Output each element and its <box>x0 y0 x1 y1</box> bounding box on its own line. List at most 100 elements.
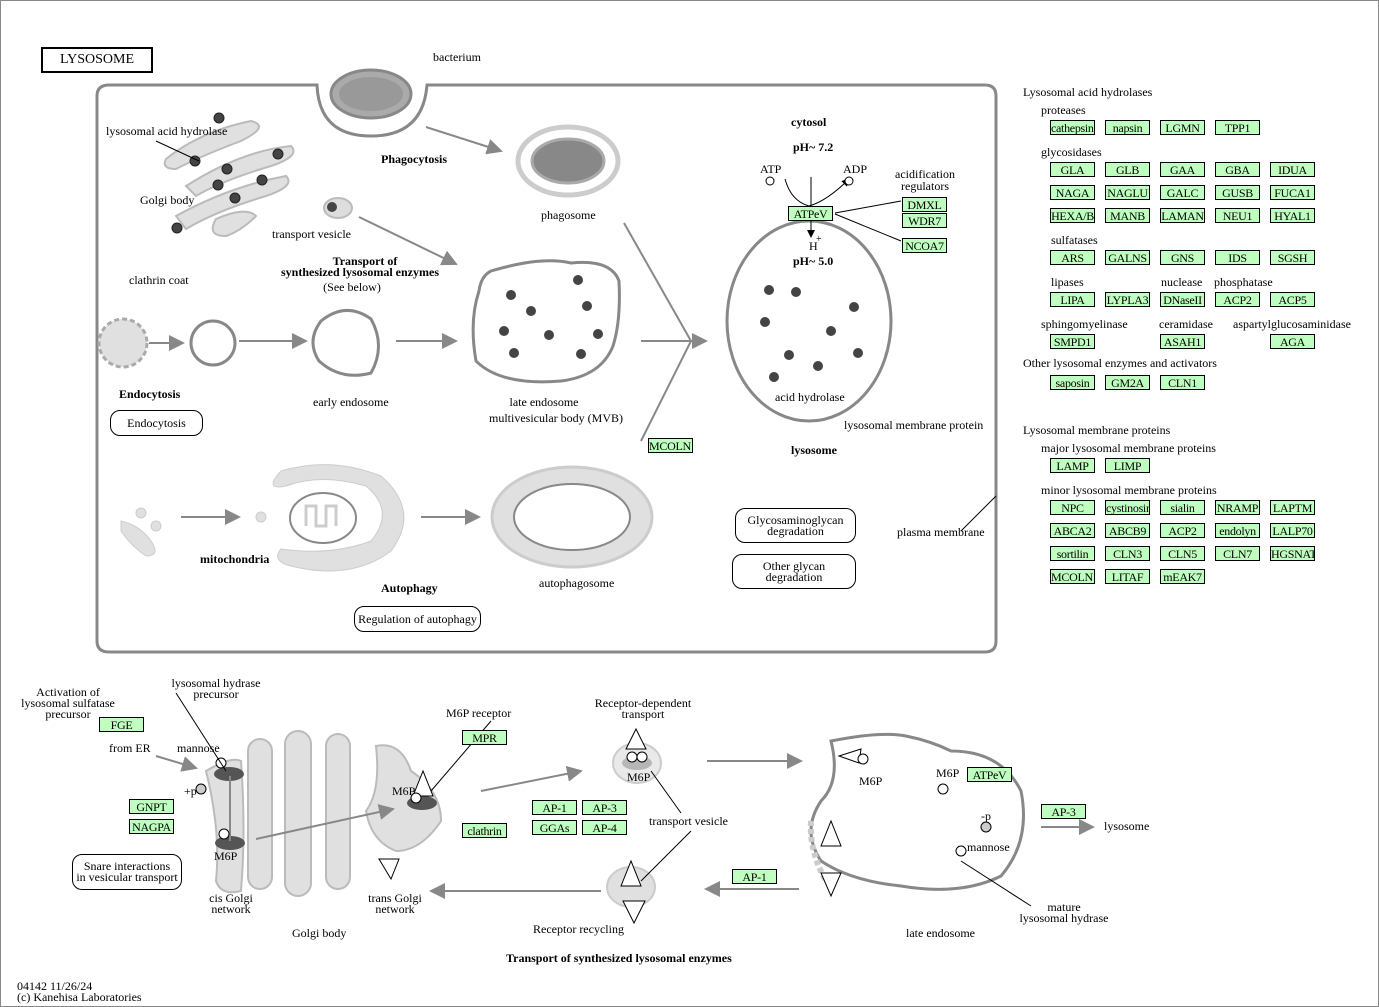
gene-atpev-endosome[interactable]: ATPeV <box>967 767 1012 782</box>
legend-gene-gns[interactable]: GNS <box>1160 250 1205 265</box>
legend-gene-neu1[interactable]: NEU1 <box>1215 208 1260 223</box>
legend-gene-cln5[interactable]: CLN5 <box>1160 546 1205 561</box>
legend-gene-acp5[interactable]: ACP5 <box>1270 292 1315 307</box>
legend-gene-sialin[interactable]: sialin <box>1160 500 1205 515</box>
legend-gene-lalp70[interactable]: LALP70 <box>1270 523 1315 538</box>
legend-gene-idua[interactable]: IDUA <box>1270 162 1315 177</box>
label-m6p-receptor: M6P receptor <box>446 706 512 720</box>
legend-gene-endolyn[interactable]: endolyn <box>1215 523 1260 538</box>
legend-gene-cathepsins[interactable]: cathepsins <box>1050 120 1095 135</box>
gene-mcoln1[interactable]: MCOLN1 <box>648 438 693 453</box>
label-mitochondria: mitochondria <box>200 552 270 566</box>
legend-gene-npc[interactable]: NPC <box>1050 500 1095 515</box>
label-activation3: precursor <box>45 707 91 721</box>
legend-gene-aga[interactable]: AGA <box>1270 334 1315 349</box>
label-endocytosis: Endocytosis <box>119 387 181 401</box>
legend-gene-sgsh[interactable]: SGSH <box>1270 250 1315 265</box>
gene-ap3-lysosome[interactable]: AP-3 <box>1041 804 1086 819</box>
legend-membrane-proteins: Lysosomal membrane proteins <box>1023 423 1171 437</box>
legend-gene-cln3[interactable]: CLN3 <box>1105 546 1150 561</box>
legend-other-enzymes: Other lysosomal enzymes and activators <box>1023 356 1217 370</box>
legend-gene-laptm[interactable]: LAPTM <box>1270 500 1315 515</box>
label-plasma-membrane: plasma membrane <box>897 525 985 539</box>
gene-wdr7[interactable]: WDR7 <box>902 213 947 228</box>
legend-gene-acp2[interactable]: ACP2 <box>1215 292 1260 307</box>
legend-gene-galc[interactable]: GALC <box>1160 185 1205 200</box>
legend-gene-naglu[interactable]: NAGLU <box>1105 185 1150 200</box>
legend-gene-abcb9[interactable]: ABCB9 <box>1105 523 1150 538</box>
label-hplus: + <box>816 234 822 245</box>
legend-gene-litaf[interactable]: LITAF <box>1105 569 1150 584</box>
gene-ap4[interactable]: AP-4 <box>582 820 627 835</box>
legend-gene-meak7[interactable]: mEAK7 <box>1160 569 1205 584</box>
link-regulation-of-autophagy[interactable]: Regulation of autophagy <box>354 606 481 632</box>
link-text: degradation <box>767 523 824 538</box>
legend-gene-hexab[interactable]: HEXA/B <box>1050 208 1095 223</box>
legend-gene-acp2[interactable]: ACP2 <box>1160 523 1205 538</box>
legend-gene-tpp1[interactable]: TPP1 <box>1215 120 1260 135</box>
legend-gene-gba[interactable]: GBA <box>1215 162 1260 177</box>
gene-atpev[interactable]: ATPeV <box>788 206 833 221</box>
gene-ggas[interactable]: GGAs <box>532 820 577 835</box>
gene-gnpt[interactable]: GNPT <box>129 799 174 814</box>
legend-gene-naga[interactable]: NAGA <box>1050 185 1095 200</box>
label-trans-golgi2: network <box>375 902 415 916</box>
gene-nagpa[interactable]: NAGPA <box>129 819 174 834</box>
gene-ap1-recycling[interactable]: AP-1 <box>732 869 777 884</box>
legend-gene-napsin[interactable]: napsin <box>1105 120 1150 135</box>
legend-gene-asah1[interactable]: ASAH1 <box>1160 334 1205 349</box>
label-lysosomal-membrane-protein: lysosomal membrane protein <box>844 418 984 432</box>
label-mannose: mannose <box>177 741 220 755</box>
legend-gene-gm2a[interactable]: GM2A <box>1105 375 1150 390</box>
label-acid-hydrolase: acid hydrolase <box>775 390 845 404</box>
legend-gene-cln7[interactable]: CLN7 <box>1215 546 1260 561</box>
label-cis-golgi1: cis Golgi <box>209 891 253 905</box>
legend-gene-limp[interactable]: LIMP <box>1105 458 1150 473</box>
gene-ap3[interactable]: AP-3 <box>582 800 627 815</box>
legend-gene-galns[interactable]: GALNS <box>1105 250 1150 265</box>
legend-gene-lamp[interactable]: LAMP <box>1050 458 1095 473</box>
link-endocytosis[interactable]: Endocytosis <box>110 410 203 436</box>
plasma-membrane-shape <box>95 83 998 654</box>
label-acidification: acidification <box>895 167 955 181</box>
gene-ncoa7[interactable]: NCOA7 <box>902 238 947 253</box>
legend-gene-saposin[interactable]: saposin <box>1050 375 1095 390</box>
gene-dmxl[interactable]: DMXL <box>902 197 947 212</box>
legend-nuclease: nuclease <box>1161 275 1203 289</box>
legend-gene-fuca1[interactable]: FUCA1 <box>1270 185 1315 200</box>
legend-gene-gaa[interactable]: GAA <box>1160 162 1205 177</box>
gene-fge[interactable]: FGE <box>99 717 144 732</box>
gene-clathrin[interactable]: clathrin <box>462 823 507 838</box>
gene-ap1[interactable]: AP-1 <box>532 800 577 815</box>
legend-gene-hgsnat[interactable]: HGSNAT <box>1270 546 1315 561</box>
legend-gene-lipa[interactable]: LIPA <box>1050 292 1095 307</box>
label-late-endosome-bottom: late endosome <box>906 926 975 940</box>
legend-gene-hyal1[interactable]: HYAL1 <box>1270 208 1315 223</box>
legend-gene-mcoln1[interactable]: MCOLN1 <box>1050 569 1095 584</box>
legend-gene-laman[interactable]: LAMAN <box>1160 208 1205 223</box>
legend-gene-lgmn[interactable]: LGMN <box>1160 120 1205 135</box>
legend-gene-ars[interactable]: ARS <box>1050 250 1095 265</box>
legend-gene-ids[interactable]: IDS <box>1215 250 1260 265</box>
legend-gene-abca2[interactable]: ABCA2 <box>1050 523 1095 538</box>
legend-minor: minor lysosomal membrane proteins <box>1041 483 1217 497</box>
legend-gene-dnaseii[interactable]: DNaseII <box>1160 292 1205 307</box>
legend-gene-cln1[interactable]: CLN1 <box>1160 375 1205 390</box>
label-h: H <box>809 239 818 253</box>
legend-gene-manb[interactable]: MANB <box>1105 208 1150 223</box>
legend-gene-nramp[interactable]: NRAMP <box>1215 500 1260 515</box>
legend-gene-lypla3[interactable]: LYPLA3 <box>1105 292 1150 307</box>
legend-gene-sortilin[interactable]: sortilin <box>1050 546 1095 561</box>
legend-gene-gla[interactable]: GLA <box>1050 162 1095 177</box>
legend-gene-smpd1[interactable]: SMPD1 <box>1050 334 1095 349</box>
legend-sphingomyelinase: sphingomyelinase <box>1041 317 1128 331</box>
label-receptor-recycling: Receptor recycling <box>533 922 624 936</box>
legend-gene-glb[interactable]: GLB <box>1105 162 1150 177</box>
gene-mpr[interactable]: MPR <box>462 730 507 745</box>
legend-gene-cystinosin[interactable]: cystinosin <box>1105 500 1150 515</box>
legend-gene-gusb[interactable]: GUSB <box>1215 185 1260 200</box>
label-transport-title1: Transport of <box>332 254 398 268</box>
